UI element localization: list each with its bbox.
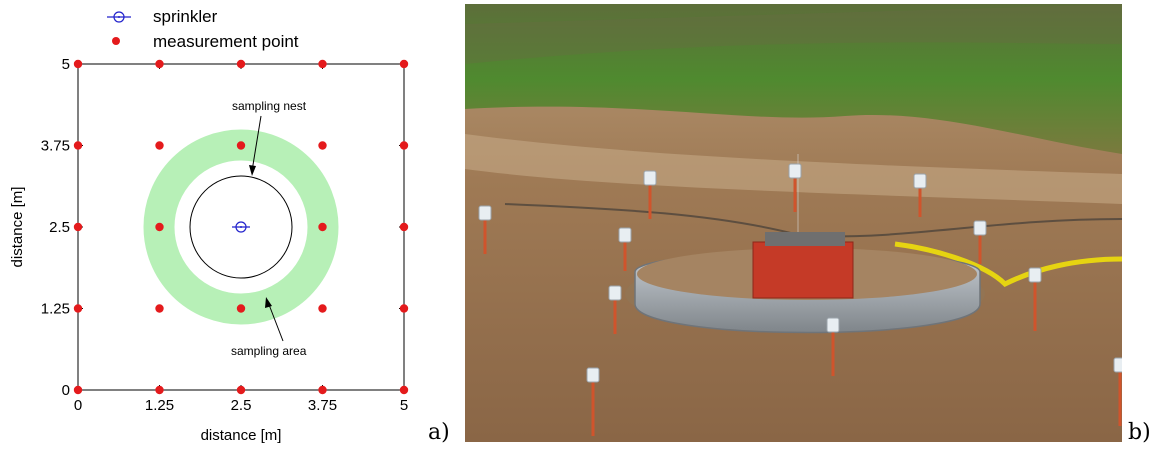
measurement-point bbox=[155, 222, 164, 232]
axis-tick-labels: 0 1.25 2.5 3.75 5 0 1.25 2.5 3.75 5 bbox=[41, 56, 408, 414]
field-photo bbox=[465, 4, 1122, 442]
measurement-point bbox=[155, 59, 164, 69]
measurement-point bbox=[318, 222, 327, 232]
panel-label-b: b) bbox=[1128, 420, 1151, 445]
gauge-stake bbox=[831, 326, 835, 376]
rain-gauge-cup bbox=[608, 285, 622, 301]
measurement-point bbox=[236, 59, 246, 69]
y-axis-label: distance [m] bbox=[9, 187, 26, 268]
gauge-stake bbox=[483, 214, 487, 254]
legend-sprinkler-label: sprinkler bbox=[153, 7, 218, 26]
measurement-point bbox=[399, 141, 409, 150]
x-tick-label: 0 bbox=[74, 397, 82, 414]
x-tick-label: 1.25 bbox=[145, 397, 174, 414]
gauge-stake bbox=[648, 179, 652, 219]
rain-gauge-cup bbox=[973, 220, 987, 236]
x-tick-label: 2.5 bbox=[231, 397, 252, 414]
sprinkler-head bbox=[765, 232, 845, 246]
sampling-nest-label: sampling nest bbox=[232, 99, 307, 113]
measurement-point bbox=[399, 222, 409, 232]
measurement-point bbox=[155, 304, 164, 313]
sampling-nest-arrow-line bbox=[251, 115, 262, 172]
legend: sprinkler measurement point bbox=[107, 7, 299, 51]
rain-gauge-cup bbox=[1028, 267, 1042, 283]
rain-gauge-cup bbox=[478, 205, 492, 221]
sampling-nest-arrowhead bbox=[249, 165, 256, 176]
gauge-stake bbox=[978, 229, 982, 264]
layout-diagram: sprinkler measurement point 0 1.25 2.5 3.75… bbox=[9, 7, 409, 444]
measurement-point bbox=[318, 385, 327, 395]
rain-gauge-stakes bbox=[478, 163, 1122, 436]
legend-measurement-icon bbox=[112, 37, 120, 45]
rain-gauge-cup bbox=[1113, 357, 1122, 373]
measurement-point bbox=[399, 304, 409, 313]
x-axis-label: distance [m] bbox=[201, 427, 282, 444]
measurement-points bbox=[73, 59, 409, 395]
y-tick-label: 5 bbox=[62, 56, 70, 73]
measurement-point bbox=[155, 141, 164, 150]
measurement-point bbox=[73, 385, 83, 395]
x-tick-label: 5 bbox=[400, 397, 408, 414]
gauge-stake bbox=[623, 236, 627, 271]
y-tick-label: 3.75 bbox=[41, 138, 70, 155]
gauge-stake bbox=[918, 182, 922, 217]
rain-gauge-cup bbox=[643, 170, 657, 186]
sampling-area-label: sampling area bbox=[231, 344, 307, 358]
rain-gauge-cup bbox=[788, 163, 802, 179]
legend-sprinkler-dot bbox=[118, 16, 120, 18]
gauge-stake bbox=[1033, 276, 1037, 331]
rain-gauge-cup bbox=[586, 367, 600, 383]
measurement-point bbox=[399, 59, 409, 69]
sprinkler-dot bbox=[240, 226, 242, 228]
measurement-point bbox=[236, 385, 246, 395]
sampling-nest-circle bbox=[189, 175, 293, 279]
y-tick-label: 2.5 bbox=[49, 219, 70, 236]
hose-yellow bbox=[894, 241, 1122, 288]
legend-measurement-label: measurement point bbox=[153, 32, 299, 51]
gauge-stake bbox=[1118, 366, 1122, 426]
measurement-point bbox=[73, 59, 83, 69]
rain-gauge-cup bbox=[913, 173, 927, 189]
x-tick-label: 3.75 bbox=[308, 397, 337, 414]
gauge-stake bbox=[591, 376, 595, 436]
grass bbox=[465, 4, 1122, 154]
legend-sprinkler-icon bbox=[113, 11, 125, 23]
panel-label-a: a) bbox=[428, 420, 450, 445]
red-pump-box bbox=[752, 241, 854, 299]
sampling-area-arrowhead bbox=[265, 297, 272, 308]
measurement-point bbox=[73, 141, 83, 150]
y-tick-label: 0 bbox=[62, 382, 70, 399]
measurement-point bbox=[236, 141, 246, 150]
gauge-stake bbox=[613, 294, 617, 334]
measurement-point bbox=[155, 385, 164, 395]
hillside bbox=[465, 4, 1122, 64]
measurement-point bbox=[399, 385, 409, 395]
y-tick-label: 1.25 bbox=[41, 301, 70, 318]
gauge-stake bbox=[793, 172, 797, 212]
rain-gauge-cup bbox=[618, 227, 632, 243]
measurement-point bbox=[318, 59, 327, 69]
measurement-point bbox=[318, 304, 327, 313]
measurement-point bbox=[73, 304, 83, 313]
field-photo-illustration bbox=[465, 4, 1122, 442]
rain-gauge-cup bbox=[826, 317, 840, 333]
sprinkler-marker bbox=[232, 221, 250, 233]
sampling-area-arrow-line bbox=[267, 301, 284, 342]
measurement-point bbox=[236, 304, 246, 313]
sprinkler-icon bbox=[235, 221, 247, 233]
measurement-point bbox=[318, 141, 327, 150]
measurement-point bbox=[73, 222, 83, 232]
